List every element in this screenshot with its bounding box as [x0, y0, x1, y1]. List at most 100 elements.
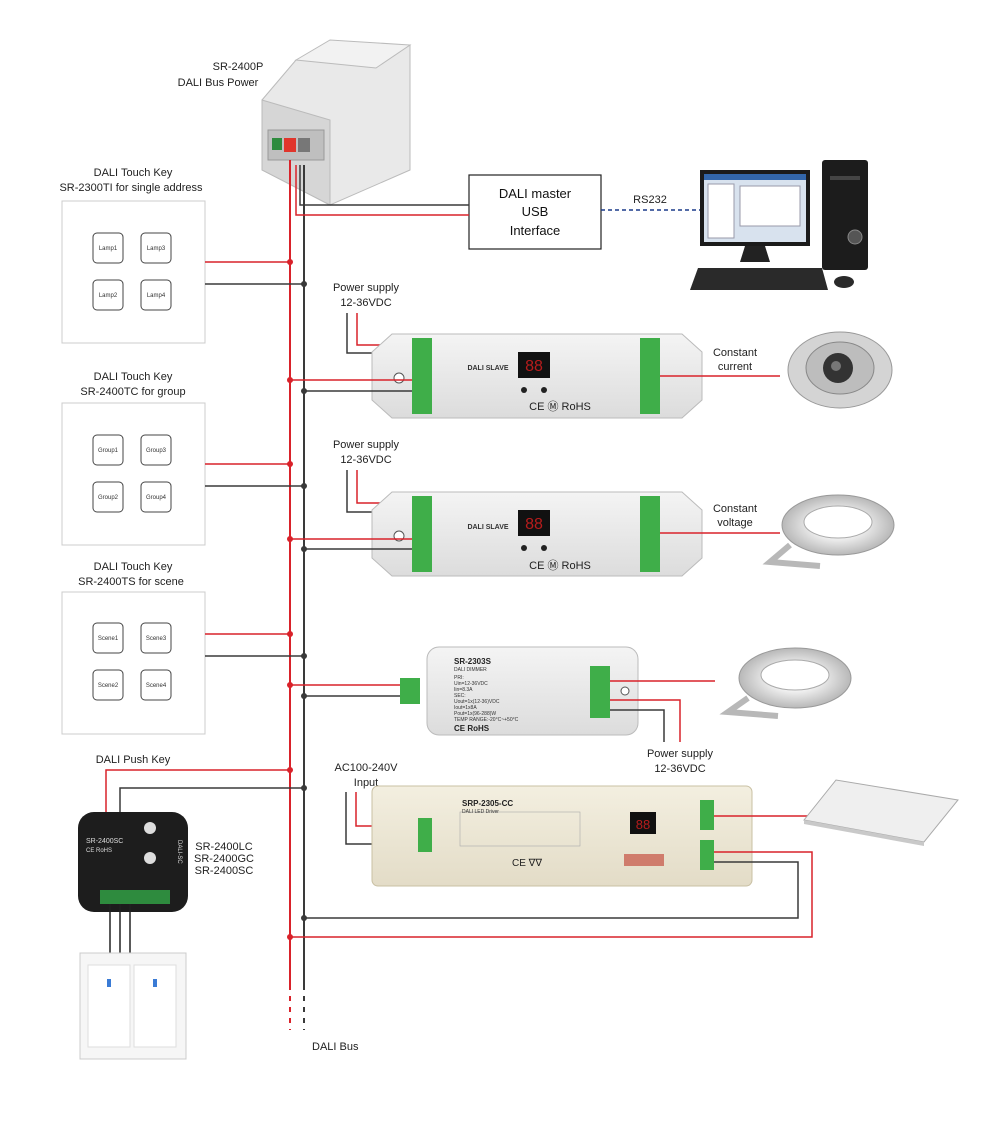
- push-key-model1: SR-2400LC: [195, 841, 253, 853]
- button-scene1-label: Scene1: [98, 636, 119, 642]
- monitor-icon: [700, 170, 810, 262]
- button-lamp3[interactable]: [140, 232, 172, 264]
- dimmer-supply-line2: 12-36VDC: [654, 763, 705, 775]
- dimmer-spec2: Iin=8.3A: [454, 687, 473, 693]
- dimmer-marks: CE RoHS: [454, 724, 490, 733]
- button-scene4-label: Scene4: [146, 683, 167, 689]
- dali-master-box: [468, 174, 602, 250]
- junction: [301, 915, 307, 921]
- junction: [287, 682, 293, 688]
- ac-driver-marks: CE ∇∇: [512, 858, 542, 869]
- button-scene4[interactable]: [140, 669, 172, 701]
- master-wire-dark: [299, 165, 469, 206]
- junction: [287, 461, 293, 467]
- dimmer-pri: PRI:: [454, 675, 464, 681]
- button-scene2[interactable]: [92, 669, 124, 701]
- button-group2[interactable]: [92, 481, 124, 513]
- button-lamp1[interactable]: [92, 232, 124, 264]
- slave1-supply-line1: Power supply: [333, 282, 400, 294]
- dimmer-spec1: Uin=12-36VDC: [454, 681, 488, 687]
- button-lamp2-label: Lamp2: [99, 293, 118, 299]
- dimmer-sec: SEC:: [454, 693, 466, 699]
- slave1-label: DALI SLAVE: [467, 365, 508, 372]
- push-key-wire-red: [105, 769, 290, 815]
- push-key-device-marks: CE RoHS: [86, 848, 112, 854]
- junction: [301, 281, 307, 287]
- junction: [301, 483, 307, 489]
- button-scene1[interactable]: [92, 622, 124, 654]
- touch-key-panel-scene: [61, 591, 206, 735]
- dali-master-line1: DALI master: [499, 186, 572, 201]
- button-scene3-label: Scene3: [146, 636, 167, 642]
- junction: [287, 934, 293, 940]
- button-lamp2[interactable]: [92, 279, 124, 311]
- junction: [287, 259, 293, 265]
- junction: [301, 785, 307, 791]
- ac-bus-red: [290, 851, 813, 938]
- button-group4[interactable]: [140, 481, 172, 513]
- button-group3[interactable]: [140, 434, 172, 466]
- junction: [301, 546, 307, 552]
- dali-bus-label: DALI Bus: [312, 1041, 359, 1053]
- rs232-label: RS232: [633, 194, 667, 206]
- push-key-device: [78, 812, 188, 912]
- slave1-output-line2: current: [718, 361, 752, 373]
- bus-power-name: DALI Bus Power: [178, 77, 259, 89]
- push-key-wire-dark: [119, 787, 304, 815]
- dimmer-model: SR-2303S: [454, 657, 492, 666]
- wall-switch-icon: [79, 952, 187, 1060]
- master-wire-red: [295, 165, 469, 216]
- mouse-icon: [834, 276, 854, 288]
- button-lamp4[interactable]: [140, 279, 172, 311]
- button-scene2-label: Scene2: [98, 683, 119, 689]
- button-group3-label: Group3: [146, 448, 167, 454]
- dimmer-supply-line1: Power supply: [647, 748, 714, 760]
- ac-driver-model: SRP-2305-CC: [462, 799, 513, 808]
- slave1-output-line1: Constant: [713, 347, 757, 359]
- push-key-device-model: SR-2400SC: [86, 838, 123, 845]
- touch3-model: SR-2400TS for scene: [78, 576, 184, 588]
- bus-power-model: SR-2400P: [213, 61, 264, 73]
- push-key-model2: SR-2400GC: [194, 853, 254, 865]
- ac-led-driver-device: 88: [371, 785, 753, 887]
- dimmer-name: DALI DIMMER: [454, 667, 487, 673]
- bus-power-module: [261, 39, 412, 206]
- svg-text:88: 88: [525, 516, 543, 533]
- dimmer-supply-dark: [610, 709, 665, 742]
- touch-key-panel-single: [61, 200, 206, 344]
- button-group2-label: Group2: [98, 495, 119, 501]
- touch1-model: SR-2300TI for single address: [59, 182, 203, 194]
- dimmer-spec6: TEMP RANGE:-20°C~+50°C: [454, 717, 519, 723]
- panel-light-icon: [803, 779, 959, 846]
- dimmer-spec3: Uout=1x(12-36)VDC: [454, 699, 500, 705]
- ac-driver-name: DALI LED Driver: [462, 809, 499, 815]
- slave2-supply-line1: Power supply: [333, 439, 400, 451]
- button-group1[interactable]: [92, 434, 124, 466]
- junction: [301, 388, 307, 394]
- svg-text:88: 88: [525, 358, 543, 375]
- downlight-icon: [787, 331, 893, 409]
- touch3-buttons: Scene1 Scene3 Scene2 Scene4: [92, 622, 172, 701]
- junction: [287, 377, 293, 383]
- push-key-title: DALI Push Key: [96, 754, 171, 766]
- junction: [301, 653, 307, 659]
- dimmer-spec5: Pout=1x(96-288)W: [454, 711, 496, 717]
- slave1-supply-line2: 12-36VDC: [340, 297, 391, 309]
- junction: [287, 767, 293, 773]
- button-lamp4-label: Lamp4: [147, 293, 166, 299]
- switch-wires: [109, 904, 131, 960]
- button-group1-label: Group1: [98, 448, 119, 454]
- junction: [287, 631, 293, 637]
- button-lamp1-label: Lamp1: [99, 246, 118, 252]
- pc-tower-icon: [822, 160, 868, 270]
- ac-bus-dark: [304, 861, 799, 919]
- dali-dimmer-device: [400, 646, 639, 736]
- svg-text:88: 88: [636, 817, 650, 832]
- ac-input-line2: Input: [354, 777, 378, 789]
- touch2-buttons: Group1 Group3 Group2 Group4: [92, 434, 172, 513]
- touch2-title: DALI Touch Key: [94, 371, 173, 383]
- dimmer-supply-red: [610, 699, 681, 742]
- button-scene3[interactable]: [140, 622, 172, 654]
- dali-master-line3: Interface: [510, 223, 561, 238]
